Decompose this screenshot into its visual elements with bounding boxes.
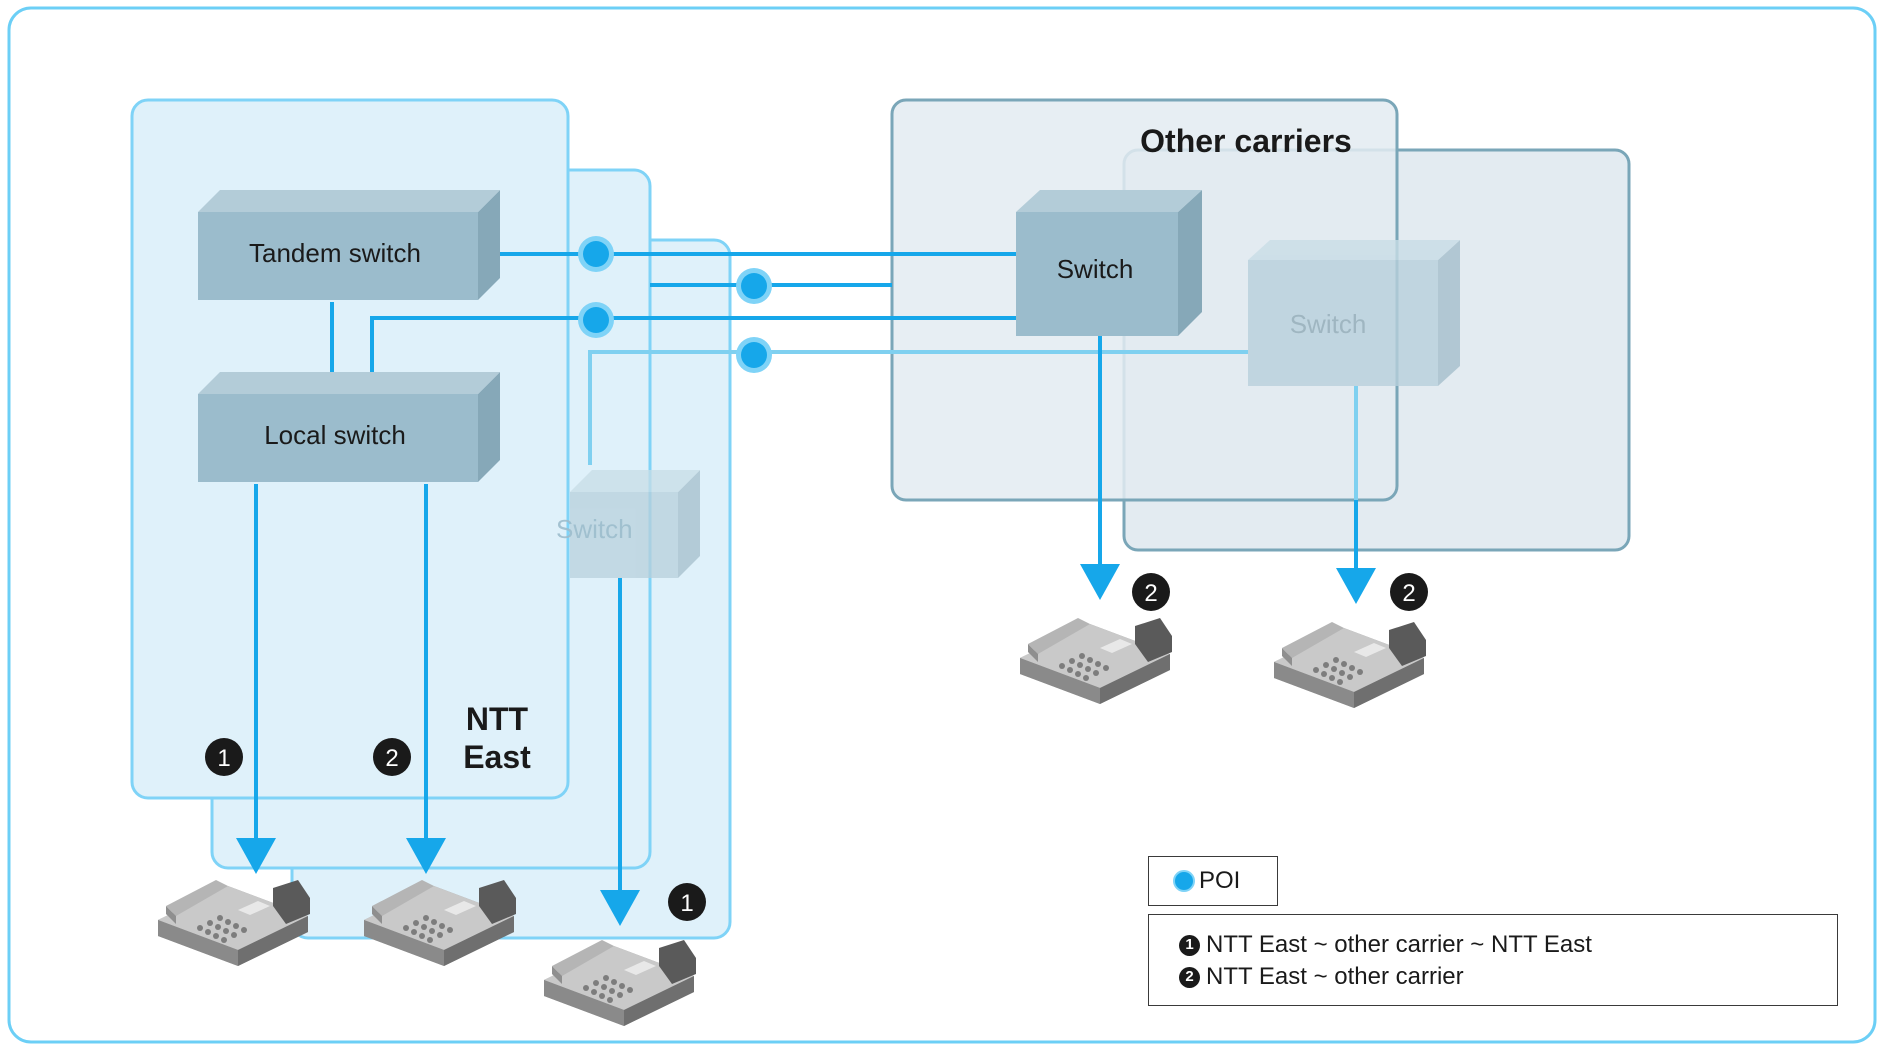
arrow-down-icon [236, 484, 276, 874]
marker-1: 1 [668, 883, 706, 921]
tandem-switch-label: Tandem switch [249, 238, 421, 268]
poi-dot-icon [736, 337, 772, 373]
carrier-switch-front: Switch [1016, 190, 1202, 336]
ntt-back-switch [570, 470, 700, 578]
legend-item: 2 NTT East ~ other carrier [1179, 961, 1837, 993]
carrier-switch-back-label: Switch [1290, 309, 1367, 339]
arrow-down-icon [1336, 386, 1376, 604]
poi-dot-icon [736, 268, 772, 304]
ntt-back-switch-label: Switch [556, 514, 633, 544]
local-switch: Local switch [198, 372, 500, 482]
marker-2: 2 [1132, 573, 1170, 611]
ntt-east-label-line1: NTT [466, 701, 529, 737]
other-carriers-title: Other carriers [1140, 123, 1352, 159]
carrier-switch-front-label: Switch [1057, 254, 1134, 284]
svg-text:2: 2 [385, 745, 398, 772]
arrow-down-icon [1080, 336, 1120, 600]
poi-dot-icon [578, 302, 614, 338]
legend-item: 1 NTT East ~ other carrier ~ NTT East [1179, 929, 1837, 961]
legend-item-text: NTT East ~ other carrier ~ NTT East [1206, 931, 1592, 958]
route-legend: 1 NTT East ~ other carrier ~ NTT East 2 … [1148, 914, 1838, 1006]
local-switch-label: Local switch [264, 420, 406, 450]
legend-number-badge: 1 [1179, 934, 1200, 956]
svg-text:2: 2 [1144, 580, 1157, 607]
legend-number-badge: 2 [1179, 966, 1200, 988]
carrier-switch-back: Switch [1248, 240, 1460, 386]
marker-1: 1 [205, 738, 243, 776]
ntt-east-label-line2: East [463, 739, 531, 775]
poi-dot-icon [1173, 870, 1195, 892]
svg-text:2: 2 [1402, 580, 1415, 607]
poi-dot-icon [578, 236, 614, 272]
marker-2: 2 [373, 738, 411, 776]
legend-item-text: NTT East ~ other carrier [1206, 963, 1464, 990]
svg-text:1: 1 [680, 890, 693, 917]
svg-text:1: 1 [217, 745, 230, 772]
arrow-down-icon [600, 890, 640, 926]
poi-legend: POI [1148, 856, 1278, 906]
tandem-switch: Tandem switch [198, 190, 500, 300]
poi-legend-label: POI [1199, 867, 1241, 894]
marker-2: 2 [1390, 573, 1428, 611]
arrow-down-icon [406, 484, 446, 874]
